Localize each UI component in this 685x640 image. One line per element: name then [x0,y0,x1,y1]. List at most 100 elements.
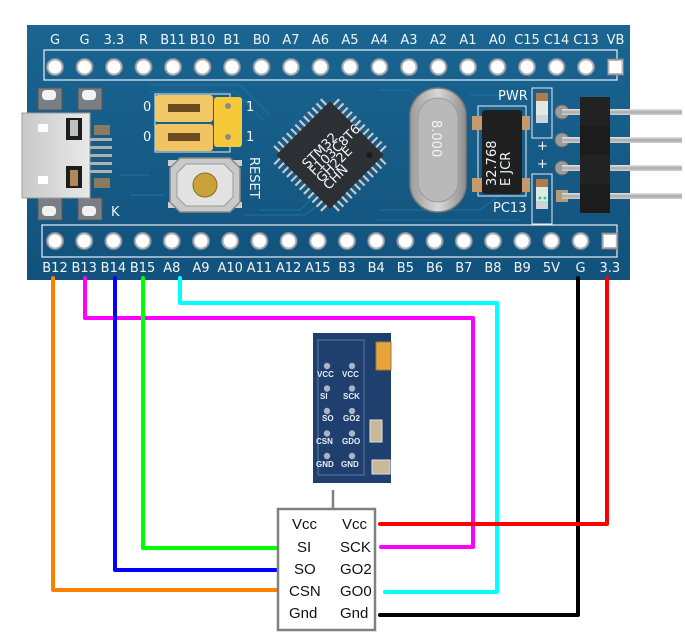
bottom-pin-label-b13: B13 [71,261,96,276]
chip-leg [344,111,353,120]
mcu-chip: STM32 F103C8T6 GH22E CHN [273,98,387,212]
swd-header [554,97,682,213]
micro-usb-connector [21,87,112,221]
chip-leg [273,157,282,166]
module-silk-csn: CSN [316,437,333,446]
chip-leg [361,128,370,137]
module-pad [323,407,331,415]
module-silk-so: SO [322,414,334,423]
chip-leg [365,169,374,178]
bottom-pin-b15-hole [136,234,150,248]
chip-leg [307,111,316,120]
bottom-pin-b8-hole [486,234,500,248]
top-pin-label-vb: VB [607,33,625,48]
top-pin-label-a2: A2 [430,33,447,48]
chip-leg [336,199,345,208]
k-label: K [111,205,120,220]
chip-leg [353,119,362,128]
bottom-pin-b6-hole [428,234,442,248]
top-pin-a1-hole [461,60,475,74]
top-pin-r-hole [137,60,150,74]
chip-leg [298,119,307,128]
reset-button[interactable] [168,157,242,213]
bottom-pin-3v3-hole [603,235,616,247]
pwr-led-plus: + [537,139,548,154]
box-label-gnd-left: Gnd [289,605,317,622]
bottom-pin-label-b8: B8 [484,261,501,276]
box-label-vcc-left: Vcc [292,516,318,533]
top-pin-label-c15: C15 [514,33,540,48]
wire-b12-csn [51,276,288,592]
wire-b14-so [113,276,293,572]
boot-jumpers: 0 0 1 1 [143,93,254,153]
pc13-label: PC13 [493,201,526,216]
chip-leg [315,102,324,111]
top-pin-label-a1: A1 [459,33,476,48]
top-pin-c14-hole [550,60,563,74]
chip-leg [277,140,286,149]
top-pin-a3-hole [402,60,416,74]
top-pin-3v3-hole [107,60,121,74]
crystal-8mhz: 8.000 [409,87,467,213]
top-pin-a6-hole [314,60,327,74]
bottom-pin-label-a12: A12 [276,261,301,276]
crystal-label: 8.000 [428,120,443,157]
top-pin-row [46,58,624,76]
module-silk-vcc-right: VCC [342,370,359,379]
box-label-csn: CSN [289,583,321,600]
chip-leg [340,195,349,204]
chip-leg [286,132,294,141]
chip-leg [336,102,345,111]
top-pin-label-c13: C13 [573,33,599,48]
chip-leg [277,161,286,170]
top-pin-b1-hole [225,60,239,74]
chip-leg [348,186,357,195]
top-pin-c13-hole [579,60,593,74]
chip-leg [302,115,311,124]
wire-b13-sck [83,276,475,549]
chip-leg [286,169,295,178]
module-pad [348,385,356,392]
top-pin-g-hole [78,60,91,74]
wire-b15-si [141,276,297,550]
bottom-pin-label-b7: B7 [455,261,472,276]
top-pin-b0-hole [255,60,268,74]
reset-button-cap[interactable] [192,172,218,198]
bottom-pin-a10-hole [223,234,237,248]
top-pin-a7-hole [284,60,298,74]
chip-leg [370,136,379,145]
swd-pin-4 [556,190,682,202]
chip-leg [319,98,328,107]
module-pad [348,452,356,460]
bottom-pin-label-a10: A10 [217,261,242,276]
bottom-pin-label-b9: B9 [514,261,531,276]
chip-leg [281,165,290,174]
bottom-pin-label-a8: A8 [163,261,180,276]
bottom-pin-label-b5: B5 [397,261,414,276]
module-pad [323,362,331,370]
reset-label: RESET [246,157,261,199]
top-pin-a5-hole [343,60,357,74]
chip-leg [311,195,320,204]
chip-leg [366,132,374,141]
module-silk-si: SI [320,392,328,401]
module-silk-vcc-left: VCC [317,370,334,379]
chip-leg [311,106,320,115]
bottom-pin-b5-hole [398,234,412,248]
bottom-pin-label-b14: B14 [101,261,126,276]
top-pin-label-r: R [139,33,148,48]
bottom-pin-a8-hole [165,234,179,248]
bottom-pin-b14-hole [106,234,120,248]
top-pin-label-a6: A6 [312,33,329,48]
pwr-label: PWR [498,89,528,104]
pwr-led [531,87,553,139]
top-pin-label-b11: B11 [160,33,185,48]
box-label-sck: SCK [340,539,371,556]
bottom-pin-a9-hole [194,234,208,248]
bottom-pin-label-5v: 5V [543,261,560,276]
pc13-led-plus: + [537,157,548,172]
box-label-go2: GO2 [340,561,372,578]
